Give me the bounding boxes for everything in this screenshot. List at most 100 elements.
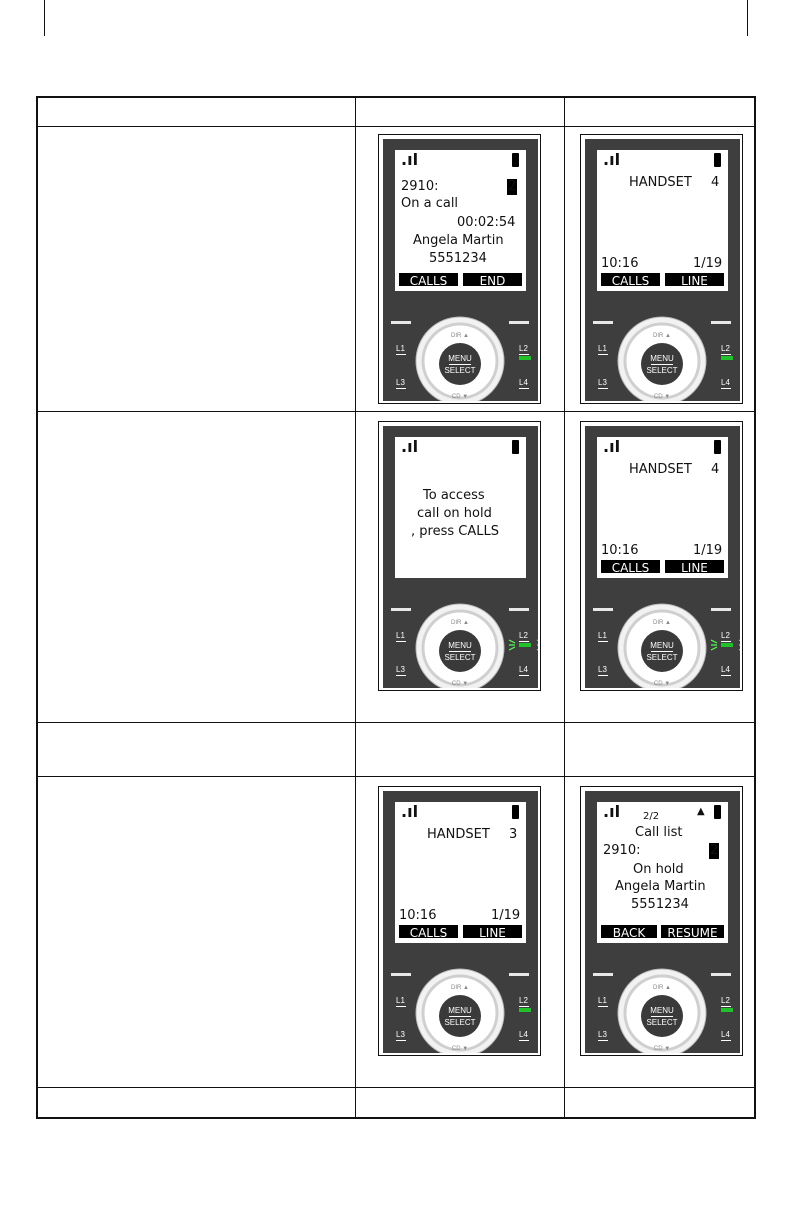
rule [36,1117,756,1119]
softkey-calls[interactable]: CALLS [601,560,660,573]
handset-number: 3 [509,827,518,842]
line-key-l3: L3 [396,665,405,674]
call-status: On hold [633,862,684,877]
handset-display: .ıl HANDSET 3 10:16 1/19 CALLS LINE [399,805,522,938]
softkey-calls[interactable]: CALLS [601,273,660,286]
battery-icon [714,153,721,167]
softkey-line[interactable]: LINE [665,560,724,573]
line-key-l4: L4 [519,1030,528,1039]
side-key [711,321,731,324]
rule [355,96,356,1119]
side-key [509,608,529,611]
signal-icon: .ıl [401,805,419,821]
rule [36,411,756,412]
line-key-l1: L1 [396,996,405,1005]
line-key-l3: L3 [396,1030,405,1039]
caller-number: 5551234 [631,897,689,912]
softkey-calls[interactable]: CALLS [399,273,458,286]
signal-icon: .ıl [603,153,621,169]
clock: 10:16 [601,543,639,558]
date: 1/19 [693,256,723,271]
message-line-1: To access [423,488,485,503]
side-key [509,973,529,976]
extension-label: 2910: [401,179,439,194]
dir-label: DIR ▲ [451,333,469,339]
line-number-badge: 2 [709,843,720,859]
softkey-back[interactable]: BACK [601,925,657,938]
line-key-l2: L2 [519,631,528,640]
signal-icon: .ıl [401,153,419,169]
select-label: SELECT [646,653,677,662]
select-label: SELECT [646,366,677,375]
handset-label: HANDSET [629,175,692,190]
menu-label: MENU [650,354,674,363]
cd-label: CD ▼ [654,1046,670,1052]
line-key-l1: L1 [598,631,607,640]
line-key-l2: L2 [519,344,528,353]
rule [564,96,565,1119]
line-key-underline [396,675,406,676]
l2-led-icon [519,643,531,647]
clock: 10:16 [601,256,639,271]
side-key [593,973,613,976]
cd-label: CD ▼ [654,681,670,687]
line-key-l2: L2 [519,996,528,1005]
line-key-underline [519,1006,529,1007]
line-key-l3: L3 [598,378,607,387]
dir-label: DIR ▲ [653,333,671,339]
signal-icon: .ıl [401,440,419,456]
line-key-underline [598,675,608,676]
line-key-underline [598,1006,608,1007]
line-key-l4: L4 [519,665,528,674]
softkey-resume[interactable]: RESUME [661,925,724,938]
line-key-underline [721,354,731,355]
softkey-end[interactable]: END [463,273,522,286]
battery-icon [512,153,519,167]
signal-icon: .ıl [603,805,621,821]
side-key [593,321,613,324]
softkey-line[interactable]: LINE [463,925,522,938]
line-key-underline [519,675,529,676]
call-timer: 00:02:54 [457,215,516,230]
softkey-calls[interactable]: CALLS [399,925,458,938]
rule [36,722,756,723]
select-label: SELECT [444,1018,475,1027]
signal-icon: .ıl [603,440,621,456]
line-key-underline [721,1040,731,1041]
battery-icon [512,440,519,454]
rule [36,96,38,1119]
flash-ray [508,646,516,651]
instruction-table [36,96,756,1119]
handset-number: 4 [711,462,720,477]
side-key [711,973,731,976]
date: 1/19 [693,543,723,558]
message-line-3: , press CALLS [411,524,499,539]
select-label: SELECT [646,1018,677,1027]
rule [36,126,756,127]
call-status: On a call [401,196,459,211]
menu-label: MENU [448,641,472,650]
line-key-l2: L2 [721,344,730,353]
list-title: Call list [635,825,683,840]
menu-label: MENU [650,641,674,650]
handset-display: .ıl 2/2 ▲ Call list 2910: 2 On hold Ange… [601,805,724,938]
menu-divider [651,364,673,365]
page-mark-right [747,0,748,36]
line-key-l3: L3 [598,665,607,674]
line-key-underline [396,354,406,355]
select-label: SELECT [444,366,475,375]
softkey-line[interactable]: LINE [665,273,724,286]
page-mark-left [44,0,45,36]
menu-divider [449,651,471,652]
line-key-underline [396,388,406,389]
side-key [593,608,613,611]
line-key-underline [519,641,529,642]
handset-number: 4 [711,175,720,190]
list-position: 2/2 [643,811,660,822]
line-key-l3: L3 [396,378,405,387]
line-key-underline [519,1040,529,1041]
